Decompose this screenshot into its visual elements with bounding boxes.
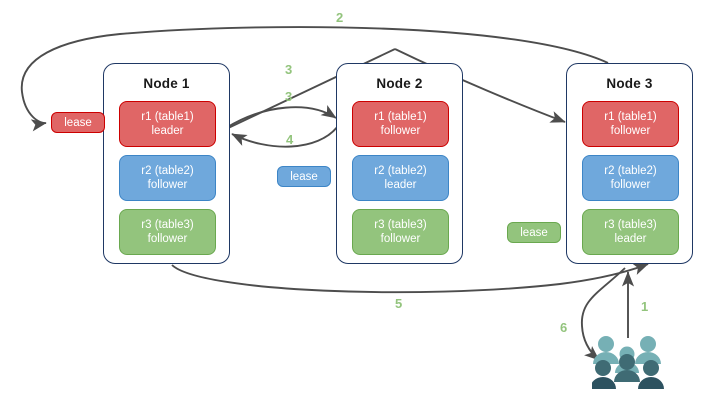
lease-chip-red[interactable]: lease [51,112,105,133]
replica-role: follower [380,125,421,137]
replica-name: r3 (table3) [374,219,427,231]
node-box-2[interactable]: Node 2 r1 (table1) follower r2 (table2) … [336,63,463,264]
replica-n1-r1[interactable]: r1 (table1) leader [119,101,216,147]
replica-n3-r3[interactable]: r3 (table3) leader [582,209,679,255]
replica-name: r1 (table1) [604,111,657,123]
replica-n1-r3[interactable]: r3 (table3) follower [119,209,216,255]
arrow-step-3-upper [223,48,396,131]
replica-n2-r1[interactable]: r1 (table1) follower [352,101,449,147]
replica-name: r3 (table3) [604,219,657,231]
replica-n2-r3[interactable]: r3 (table3) follower [352,209,449,255]
lease-chip-green[interactable]: lease [507,222,561,243]
node-title-1: Node 1 [143,76,190,91]
node-title-2: Node 2 [376,76,423,91]
arrow-step-3-lens-upper [225,105,337,129]
replica-role: follower [147,233,188,245]
node-box-1[interactable]: Node 1 r1 (table1) leader r2 (table2) fo… [103,63,230,264]
step-label-3b: 3 [285,89,293,104]
replica-name: r3 (table3) [141,219,194,231]
replica-role: follower [147,179,188,191]
replica-name: r2 (table2) [141,165,194,177]
replica-n3-r1[interactable]: r1 (table1) follower [582,101,679,147]
step-label-3a: 3 [285,62,293,77]
replica-name: r2 (table2) [374,165,427,177]
replica-role: follower [380,233,421,245]
lease-chip-blue[interactable]: lease [277,166,331,187]
step-label-6: 6 [560,320,568,335]
step-label-4: 4 [286,132,294,147]
replica-n2-r2[interactable]: r2 (table2) leader [352,155,449,201]
node-title-3: Node 3 [606,76,653,91]
replica-name: r1 (table1) [374,111,427,123]
step-label-5: 5 [395,296,403,311]
replica-name: r2 (table2) [604,165,657,177]
replica-n3-r2[interactable]: r2 (table2) follower [582,155,679,201]
arrow-step-3-to-node3 [394,48,566,123]
replica-role: leader [384,179,417,191]
replica-role: leader [614,233,647,245]
replica-name: r1 (table1) [141,111,194,123]
arrow-step-6 [581,267,626,361]
arrow-step-2 [20,26,609,132]
arrow-step-5 [171,263,649,294]
users-group-icon [592,336,664,389]
replica-n1-r2[interactable]: r2 (table2) follower [119,155,216,201]
arrow-step-4 [231,125,339,148]
node-box-3[interactable]: Node 3 r1 (table1) follower r2 (table2) … [566,63,693,264]
step-label-2: 2 [336,10,344,25]
replica-role: leader [151,125,184,137]
step-label-1: 1 [641,299,649,314]
replica-role: follower [610,125,651,137]
replica-role: follower [610,179,651,191]
